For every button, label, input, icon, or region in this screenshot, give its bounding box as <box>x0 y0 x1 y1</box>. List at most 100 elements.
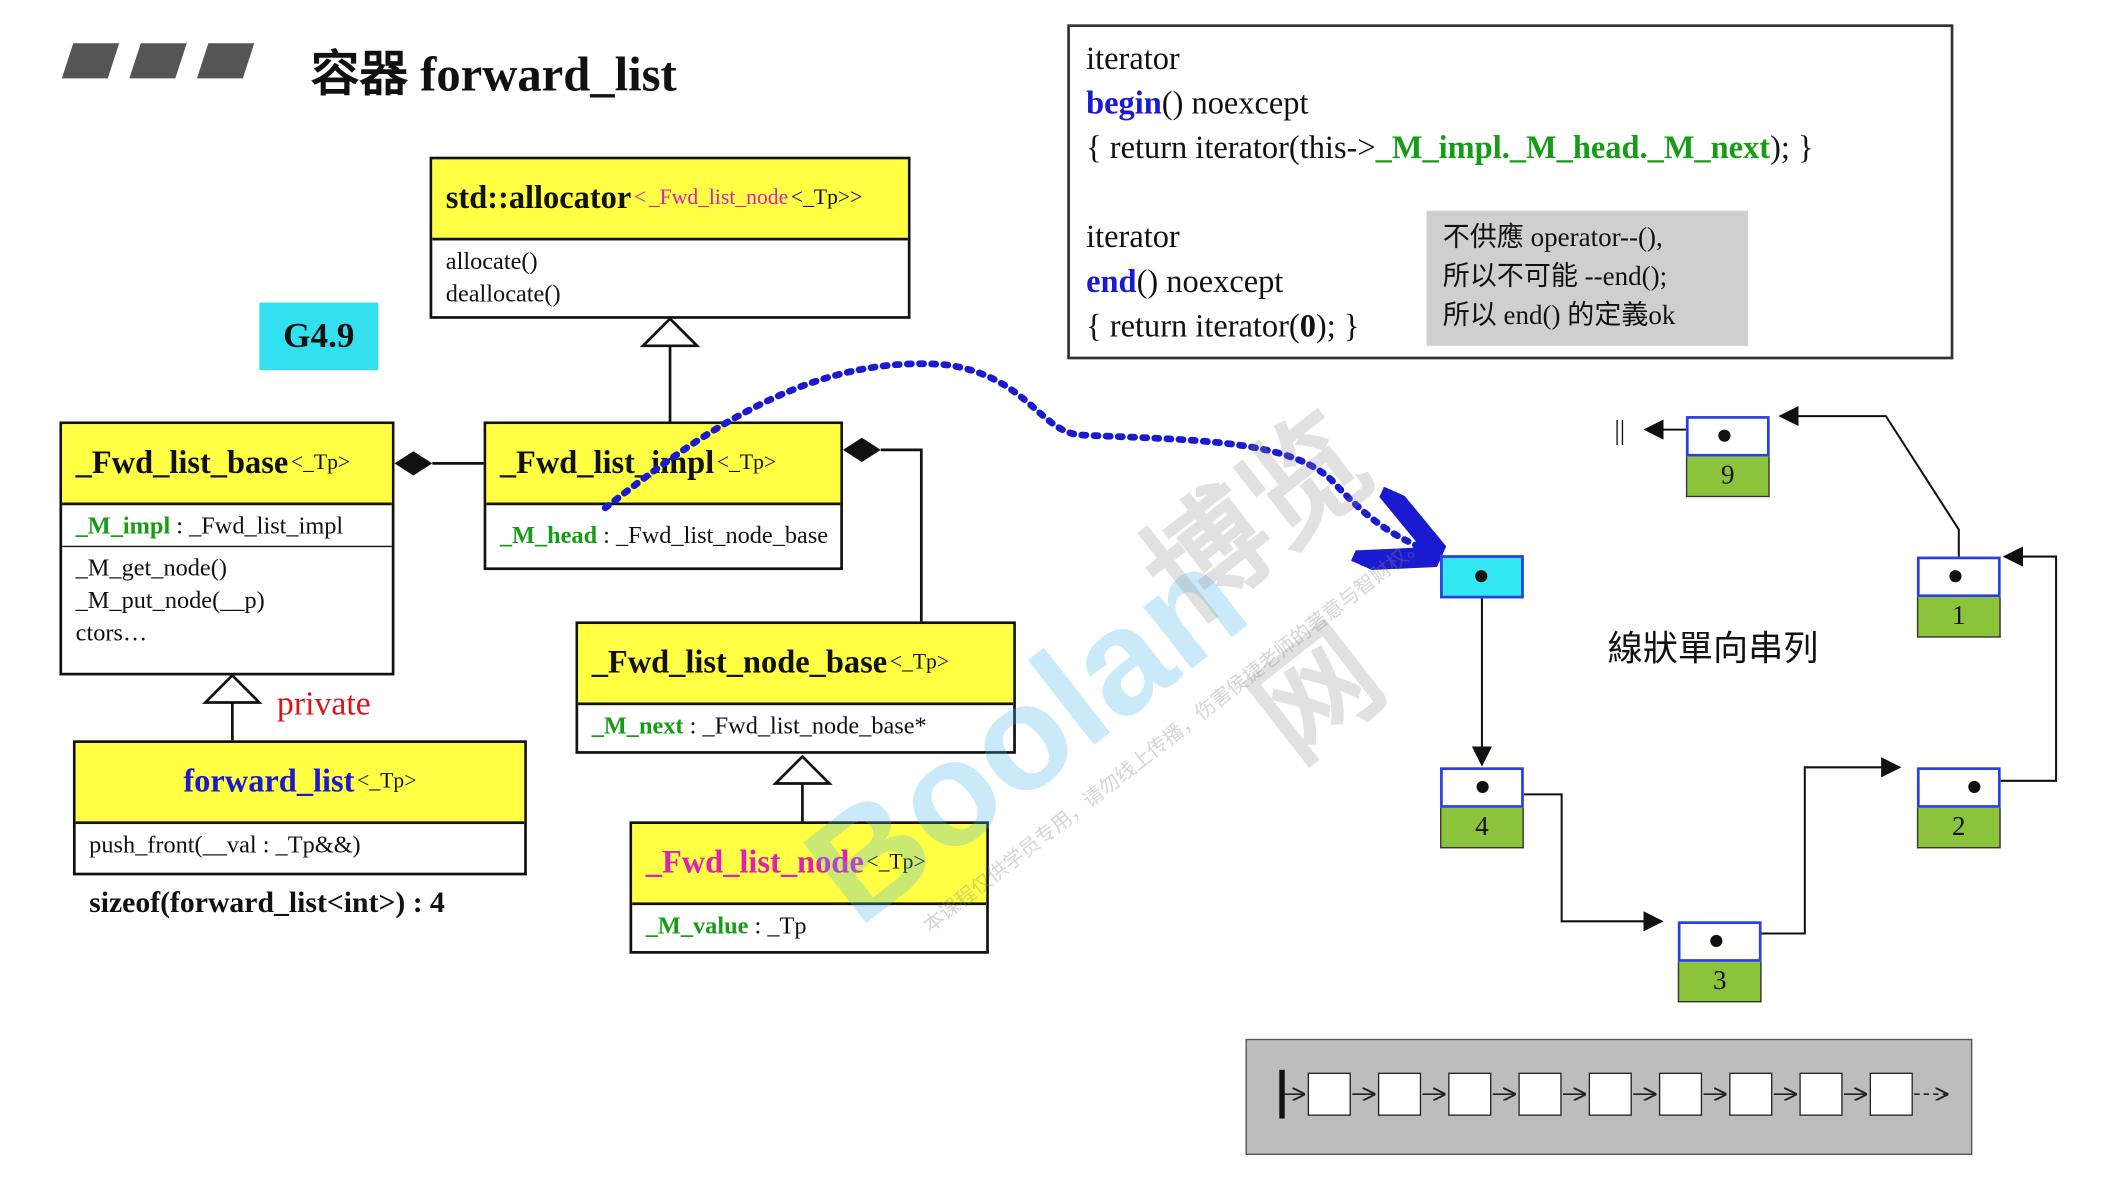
node-value: 9 <box>1685 456 1770 498</box>
fwd-list-impl-tp: <_Tp> <box>716 451 777 475</box>
code-keyword: begin <box>1086 86 1162 122</box>
end-note: 不供應 operator--(), 所以不可能 --end(); 所以 end(… <box>1426 210 1749 346</box>
forward-list-class: forward_list<_Tp> push_front(__val : _Tp… <box>72 740 527 876</box>
code-text: ); } <box>1770 131 1814 167</box>
node-value: 3 <box>1677 961 1762 1003</box>
pointer-dot <box>1710 934 1723 947</box>
node-pointer <box>1685 416 1770 457</box>
fwd-list-base-field: _M_impl : _Fwd_list_impl <box>62 505 392 548</box>
pointer-dot <box>1718 429 1731 442</box>
code-text: { return iterator(this-> <box>1086 131 1376 167</box>
fwd-list-base-header: _Fwd_list_base<_Tp> <box>62 424 392 506</box>
strip-cell <box>1729 1072 1773 1116</box>
field-type: : _Fwd_list_node_base* <box>683 711 927 739</box>
code-text: ); } <box>1315 309 1360 345</box>
list-node: 1 <box>1916 556 2001 641</box>
method: _M_put_node(__p) <box>75 586 265 614</box>
field-type: : _Fwd_list_impl <box>170 511 344 540</box>
list-node: 3 <box>1677 921 1762 1005</box>
forward-list-tp: <_Tp> <box>357 770 417 793</box>
strip-cell <box>1799 1072 1843 1116</box>
allocator-method: deallocate() <box>445 279 561 307</box>
code-keyword: end <box>1086 264 1137 300</box>
fwd-list-node-base-name: _Fwd_list_node_base <box>591 645 888 681</box>
sizeof-note: sizeof(forward_list<int>) : 4 <box>89 884 445 919</box>
field-name: _M_impl <box>75 511 171 540</box>
strip-cell <box>1869 1072 1913 1116</box>
code-line: end() noexcept <box>1086 261 1934 306</box>
allocator-header: std::allocator <_Fwd_list_node<_Tp>> <box>432 159 908 241</box>
version-badge: G4.9 <box>259 302 379 371</box>
allocator-class: std::allocator <_Fwd_list_node<_Tp>> all… <box>429 156 911 319</box>
fwd-list-impl-field: _M_head : _Fwd_list_node_base <box>486 505 840 555</box>
node-value: 2 <box>1916 807 2001 849</box>
node-value: 1 <box>1916 597 2001 638</box>
composition-diamond <box>842 437 923 622</box>
fwd-list-node-base-field: _M_next : _Fwd_list_node_base* <box>578 705 1013 746</box>
list-caption: 線狀單向串列 <box>1607 629 1819 669</box>
fwd-list-base-tp: <_Tp> <box>290 451 351 475</box>
list-node: 2 <box>1916 767 2001 851</box>
method: _M_get_node() <box>75 553 227 581</box>
fwd-list-node-name: _Fwd_list_node <box>645 844 864 881</box>
fwd-list-node-field: _M_value : _Tp <box>632 905 986 946</box>
strip-cell <box>1377 1072 1422 1116</box>
head-node <box>1440 555 1524 599</box>
fwd-list-node-header: _Fwd_list_node<_Tp> <box>632 824 987 906</box>
allocator-tp-pre: < <box>633 186 647 210</box>
fwd-list-base-class: _Fwd_list_base<_Tp> _M_impl : _Fwd_list_… <box>59 421 395 676</box>
code-line: { return iterator(this->_M_impl._M_head.… <box>1086 127 1934 172</box>
code-text: { return iterator( <box>1086 309 1300 345</box>
fwd-list-node-base-header: _Fwd_list_node_base<_Tp> <box>578 624 1014 706</box>
node-pointer <box>1677 921 1762 962</box>
strip-cell <box>1518 1072 1562 1116</box>
field-name: _M_value <box>645 911 749 939</box>
private-inheritance-label: private <box>276 686 371 723</box>
node-value: 4 <box>1440 807 1524 849</box>
note-line: 不供應 operator--(), <box>1442 222 1663 253</box>
note-line: 所以 end() 的定義ok <box>1442 301 1676 331</box>
null-terminator: || <box>1614 416 1626 446</box>
page-title: 容器 forward_list <box>310 47 677 102</box>
code-bold: 0 <box>1299 309 1316 345</box>
field-type: : _Tp <box>748 911 807 939</box>
pointer-dot <box>1475 570 1488 583</box>
strip-cell <box>1658 1072 1703 1116</box>
forward-list-name: forward_list <box>183 763 355 800</box>
strip-cell <box>1588 1072 1632 1116</box>
method: ctors… <box>75 618 148 646</box>
list-link <box>1778 405 1960 571</box>
forward-list-method: push_front(__val : _Tp&&) <box>89 830 361 858</box>
fwd-list-node-base-tp: <_Tp> <box>889 651 950 675</box>
strip-cell <box>1448 1072 1492 1116</box>
list-node: 9 <box>1685 416 1770 500</box>
strip-cell <box>1307 1072 1351 1116</box>
node-pointer <box>1440 767 1524 808</box>
code-line: begin() noexcept <box>1086 82 1934 127</box>
allocator-tp-post: <_Tp>> <box>790 186 863 210</box>
fwd-list-node-tp: <_Tp> <box>866 851 926 875</box>
fwd-list-base-methods: _M_get_node() _M_put_node(__p) ctors… <box>62 547 392 652</box>
code-highlight: _M_impl._M_head._M_next <box>1375 131 1771 167</box>
list-link <box>1973 546 2058 782</box>
strip-arrows <box>1279 1069 1974 1119</box>
node-pointer <box>1916 767 2001 808</box>
field-name: _M_head <box>499 521 598 549</box>
fwd-list-base-name: _Fwd_list_base <box>75 445 289 481</box>
list-node: 4 <box>1440 767 1524 851</box>
code-line: { return iterator(0); } <box>1086 305 1934 350</box>
allocator-name: std::allocator <box>445 180 632 216</box>
field-name: _M_next <box>591 711 684 739</box>
composition-diamond <box>394 451 484 476</box>
field-type: : _Fwd_list_node_base <box>597 521 829 549</box>
code-line: iterator <box>1086 41 1180 78</box>
code-text: () noexcept <box>1136 264 1284 300</box>
fwd-list-node-base-class: _Fwd_list_node_base<_Tp> _M_next : _Fwd_… <box>575 621 1016 754</box>
head-pointer-dotted-arrow <box>601 360 1429 551</box>
node-pointer <box>1916 556 2001 598</box>
linear-list-strip <box>1245 1038 1974 1156</box>
allocator-method: allocate() <box>445 247 538 275</box>
code-text: () noexcept <box>1161 86 1309 122</box>
